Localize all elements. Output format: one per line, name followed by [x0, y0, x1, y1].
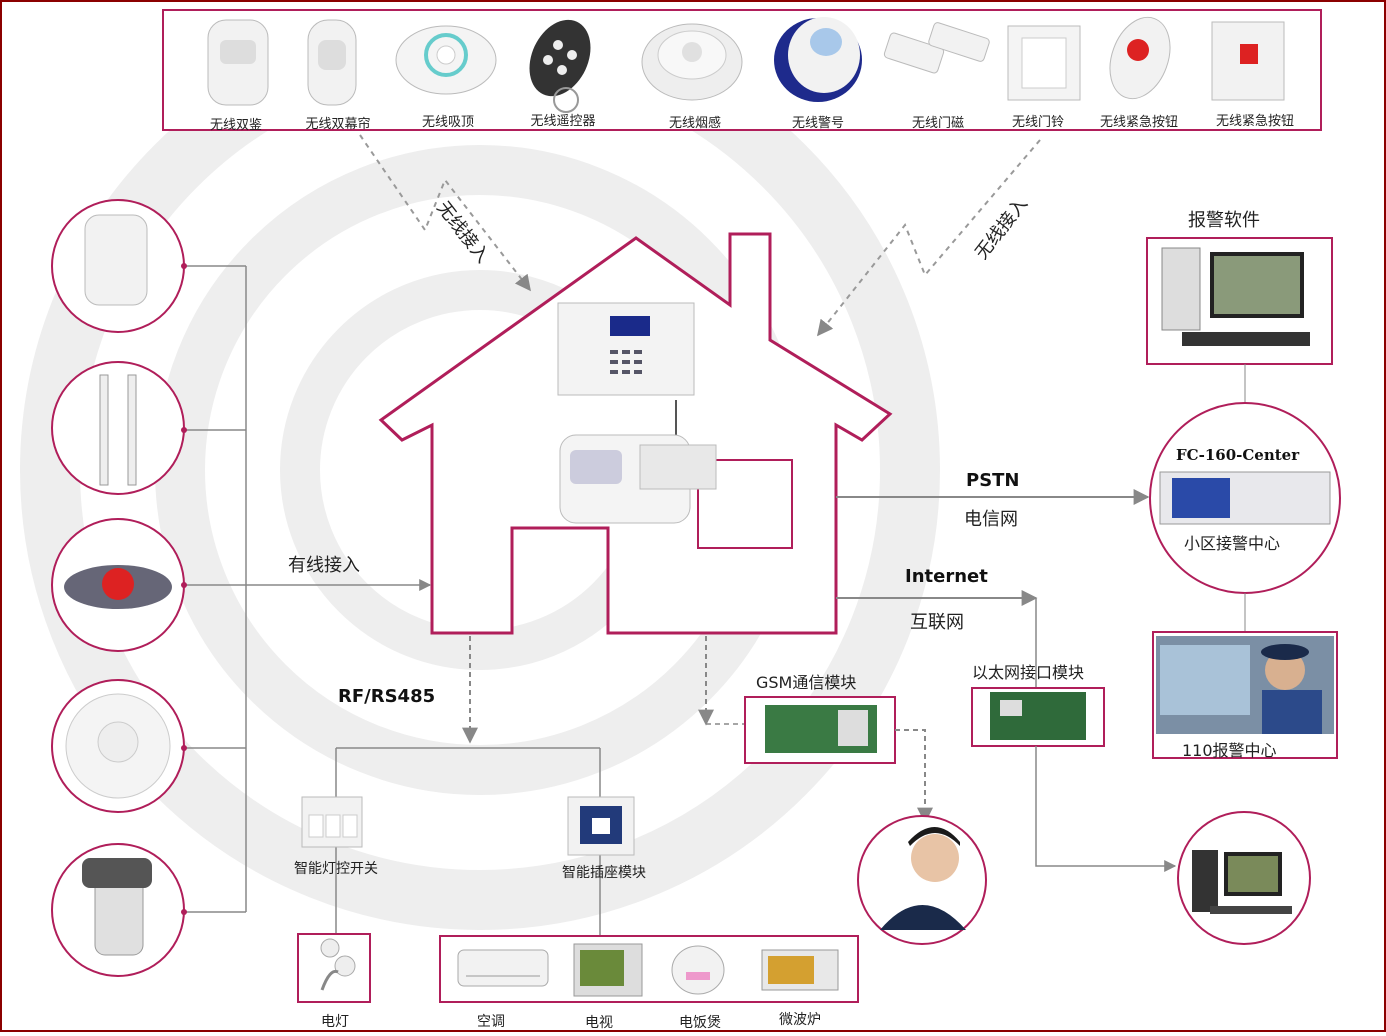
appliance-label-tv: 电视: [585, 1015, 613, 1031]
device-label-ceiling: 无线吸顶: [421, 115, 474, 130]
gsm-to-phone-line: [895, 729, 933, 824]
ethernet-module-label: 以太网接口模块: [972, 663, 1085, 682]
pir-detector-icon: [207, 19, 269, 106]
curtain-detector-icon: [307, 19, 357, 106]
smart-socket-icon: [567, 796, 635, 856]
wired-bus-lines: [184, 265, 432, 913]
smoke-detector-icon: [641, 23, 743, 101]
police-officer-icon: [1156, 636, 1334, 734]
internet-label: Internet: [905, 566, 988, 587]
police-center-label: 110报警中心: [1182, 741, 1277, 760]
lamp-icon: [320, 938, 356, 991]
wireless-access-path-right: [817, 139, 1041, 337]
ethernet-board-icon: [990, 692, 1086, 740]
beam-detector-icon: [99, 374, 137, 486]
device-label-smoke: 无线烟感: [668, 116, 721, 131]
device-label-doorbell: 无线门铃: [1011, 115, 1064, 130]
alarm-software-label: 报警软件: [1188, 210, 1260, 231]
air-conditioner-icon: [457, 949, 549, 987]
phone-user-icon: [880, 827, 966, 930]
appliance-label-ac: 空调: [477, 1014, 505, 1030]
doorbell-icon: [1007, 25, 1081, 101]
device-label-dual-tech: 无线双鉴: [209, 118, 262, 133]
smart-switch-label: 智能灯控开关: [294, 861, 378, 877]
device-label-emergency-2: 无线紧急按钮: [1215, 114, 1294, 129]
connector-dots: [181, 263, 187, 915]
pstn-sub-label: 电信网: [964, 509, 1018, 530]
appliance-label-rice-cooker: 电饭煲: [679, 1015, 721, 1031]
device-label-emergency-1: 无线紧急按钮: [1099, 115, 1178, 130]
center-sub-label: 小区接警中心: [1184, 534, 1281, 553]
smart-socket-label: 智能插座模块: [562, 865, 646, 881]
wired-ceiling-detector-icon: [65, 693, 171, 799]
outdoor-detector-icon: [82, 858, 152, 956]
tv-icon: [573, 943, 643, 997]
remote-pc-icon: [1192, 850, 1292, 914]
gsm-board-icon: [765, 705, 877, 753]
siren-icon: [774, 17, 862, 102]
device-label-remote: 无线遥控器: [530, 114, 596, 129]
emergency-button-icon: [1211, 21, 1285, 101]
appliance-label-microwave: 微波炉: [779, 1012, 821, 1028]
center-console-icon: [1159, 471, 1331, 525]
wireless-access-path-left: [359, 134, 531, 292]
ceiling-detector-icon: [395, 25, 497, 95]
center-title-label: FC-160-Center: [1176, 446, 1300, 464]
remote-control-icon: [529, 19, 591, 113]
wired-pir-icon: [84, 214, 148, 306]
device-label-siren: 无线警号: [791, 116, 844, 131]
house-outline: [378, 232, 893, 635]
rice-cooker-icon: [671, 945, 725, 995]
gsm-alarm-host[interactable]: [559, 400, 717, 524]
device-label-door-magnet: 无线门磁: [911, 116, 964, 131]
house-window: [697, 459, 793, 549]
lamp-label: 电灯: [321, 1014, 349, 1030]
rf-bus-label: RF/RS485: [338, 686, 436, 707]
ethernet-to-pc-line: [1035, 746, 1177, 872]
wired-access-label: 有线接入: [288, 555, 360, 576]
internet-sub-label: 互联网: [910, 612, 964, 633]
pstn-label: PSTN: [966, 470, 1020, 491]
smart-switch-icon: [301, 796, 363, 848]
microwave-icon: [761, 949, 839, 991]
device-label-curtain: 无线双幕帘: [305, 117, 371, 132]
wired-panic-button-icon: [64, 565, 172, 609]
emergency-button-icon: [1109, 16, 1171, 100]
gsm-module-label: GSM通信模块: [756, 673, 857, 692]
alarm-control-panel[interactable]: [557, 302, 695, 396]
door-magnet-icon: [883, 22, 990, 74]
computer-icon: [1161, 247, 1310, 346]
